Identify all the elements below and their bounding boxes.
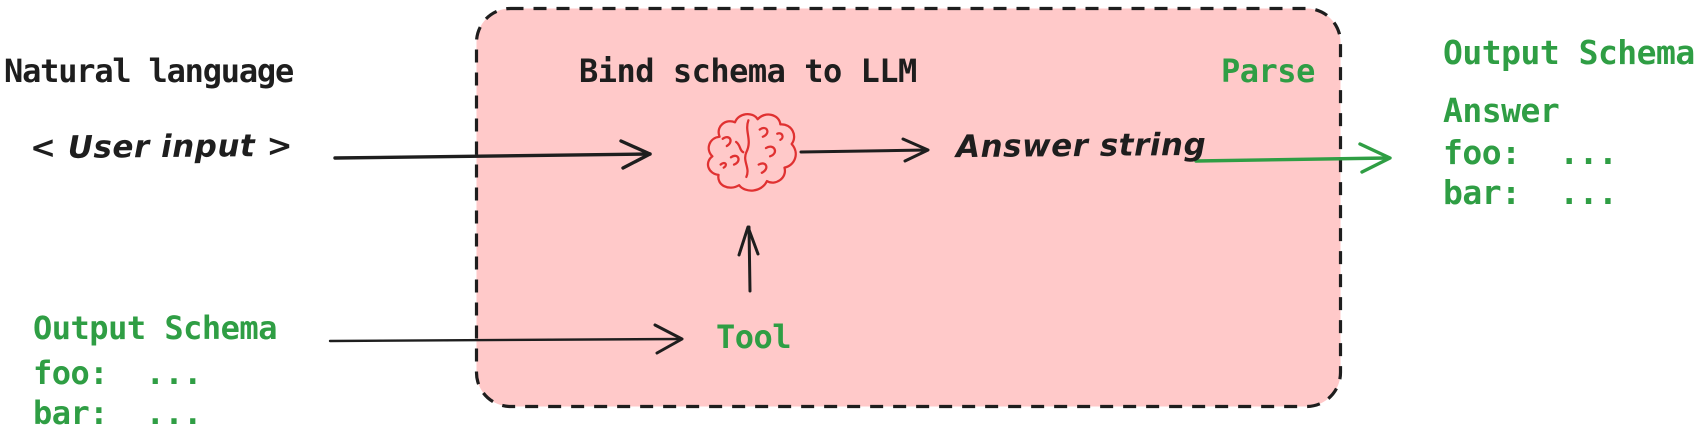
- user-input-text: < User input >: [29, 127, 294, 167]
- natural-language-label: Natural language: [4, 52, 294, 90]
- parse-label: Parse: [1221, 52, 1315, 90]
- output-schema-title: Output Schema: [1443, 33, 1695, 72]
- bind-schema-title: Bind schema to LLM: [579, 52, 917, 90]
- tool-label: Tool: [716, 318, 792, 356]
- parse-arrow: [1194, 142, 1392, 174]
- output-schema-foo-line: foo: ...: [1443, 133, 1618, 172]
- user-input-arrow: [333, 139, 652, 170]
- schema-to-tool-arrow: [328, 323, 684, 355]
- input-schema-foo-line: foo: ...: [33, 354, 202, 392]
- brain-icon: [706, 113, 797, 192]
- input-schema-title: Output Schema: [33, 309, 277, 347]
- answer-string-text: Answer string: [955, 126, 1207, 166]
- input-schema-bar-line: bar: ...: [33, 394, 202, 432]
- output-schema-bar-line: bar: ...: [1443, 173, 1618, 212]
- tool-to-llm-arrow: [737, 225, 760, 293]
- llm-to-answer-arrow: [799, 137, 930, 163]
- output-schema-answer-line: Answer: [1443, 91, 1560, 130]
- schema-box: [474, 6, 1343, 409]
